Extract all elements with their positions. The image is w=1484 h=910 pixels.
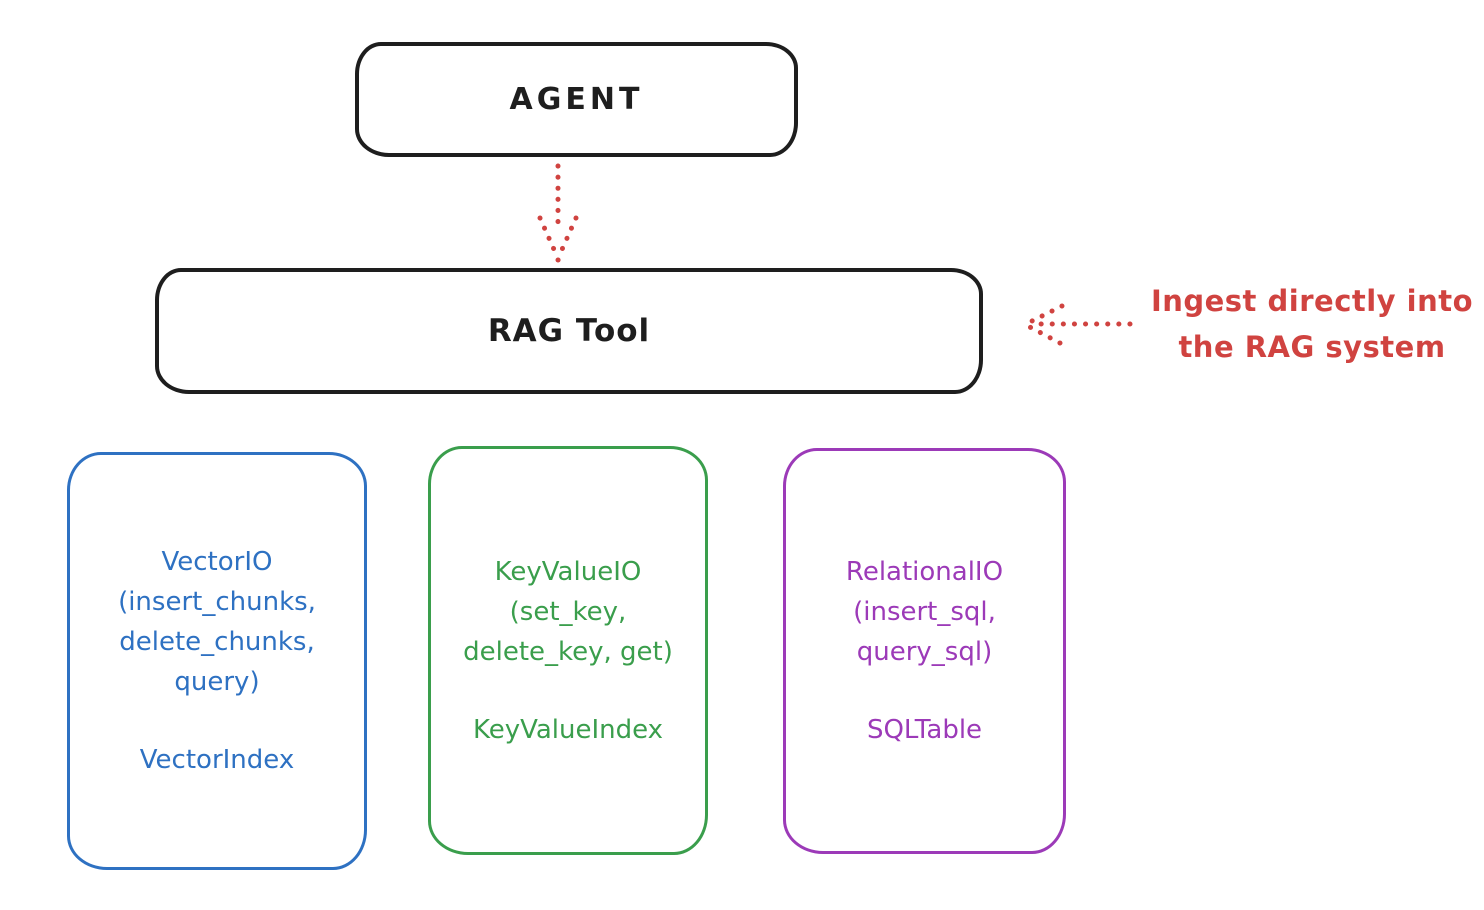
ingest-annotation-line1: Ingest directly into — [1150, 284, 1474, 318]
relationalio-index-label: SQLTable — [866, 715, 983, 745]
relationalio-box: RelationalIO (insert_sql, query_sql) SQL… — [783, 448, 1066, 854]
relationalio-line: query_sql) — [856, 637, 993, 667]
keyvalueio-description: KeyValueIO (set_key, delete_key, get) — [463, 552, 673, 672]
keyvalueio-line: KeyValueIO — [494, 556, 642, 587]
vectorio-line: VectorIO — [161, 547, 273, 577]
relationalio-line: (insert_sql, — [853, 597, 996, 627]
ingest-annotation-line2: the RAG system — [1178, 330, 1446, 364]
vectorio-line: (insert_chunks, — [118, 587, 316, 617]
relationalio-line: RelationalIO — [845, 557, 1004, 587]
keyvalueio-index-label: KeyValueIndex — [472, 714, 664, 745]
arrow-left-icon — [1023, 303, 1133, 346]
ingest-annotation: Ingest directly into the RAG system — [1138, 278, 1484, 370]
relationalio-description: RelationalIO (insert_sql, query_sql) — [846, 552, 1003, 672]
rag-tool-label: RAG Tool — [487, 313, 651, 349]
vectorio-line: delete_chunks, — [119, 627, 315, 657]
keyvalueio-line: (set_key, — [509, 596, 627, 627]
vectorio-box: VectorIO (insert_chunks, delete_chunks, … — [67, 452, 367, 870]
rag-tool-box: RAG Tool — [155, 268, 983, 394]
agent-box: AGENT — [355, 42, 798, 157]
vectorio-description: VectorIO (insert_chunks, delete_chunks, … — [118, 542, 316, 702]
agent-label: AGENT — [509, 82, 644, 117]
arrow-down-icon — [537, 163, 579, 263]
vectorio-index-label: VectorIndex — [139, 745, 295, 775]
keyvalueio-line: delete_key, get) — [463, 636, 673, 667]
keyvalueio-box: KeyValueIO (set_key, delete_key, get) Ke… — [428, 446, 708, 855]
vectorio-line: query) — [174, 667, 260, 697]
